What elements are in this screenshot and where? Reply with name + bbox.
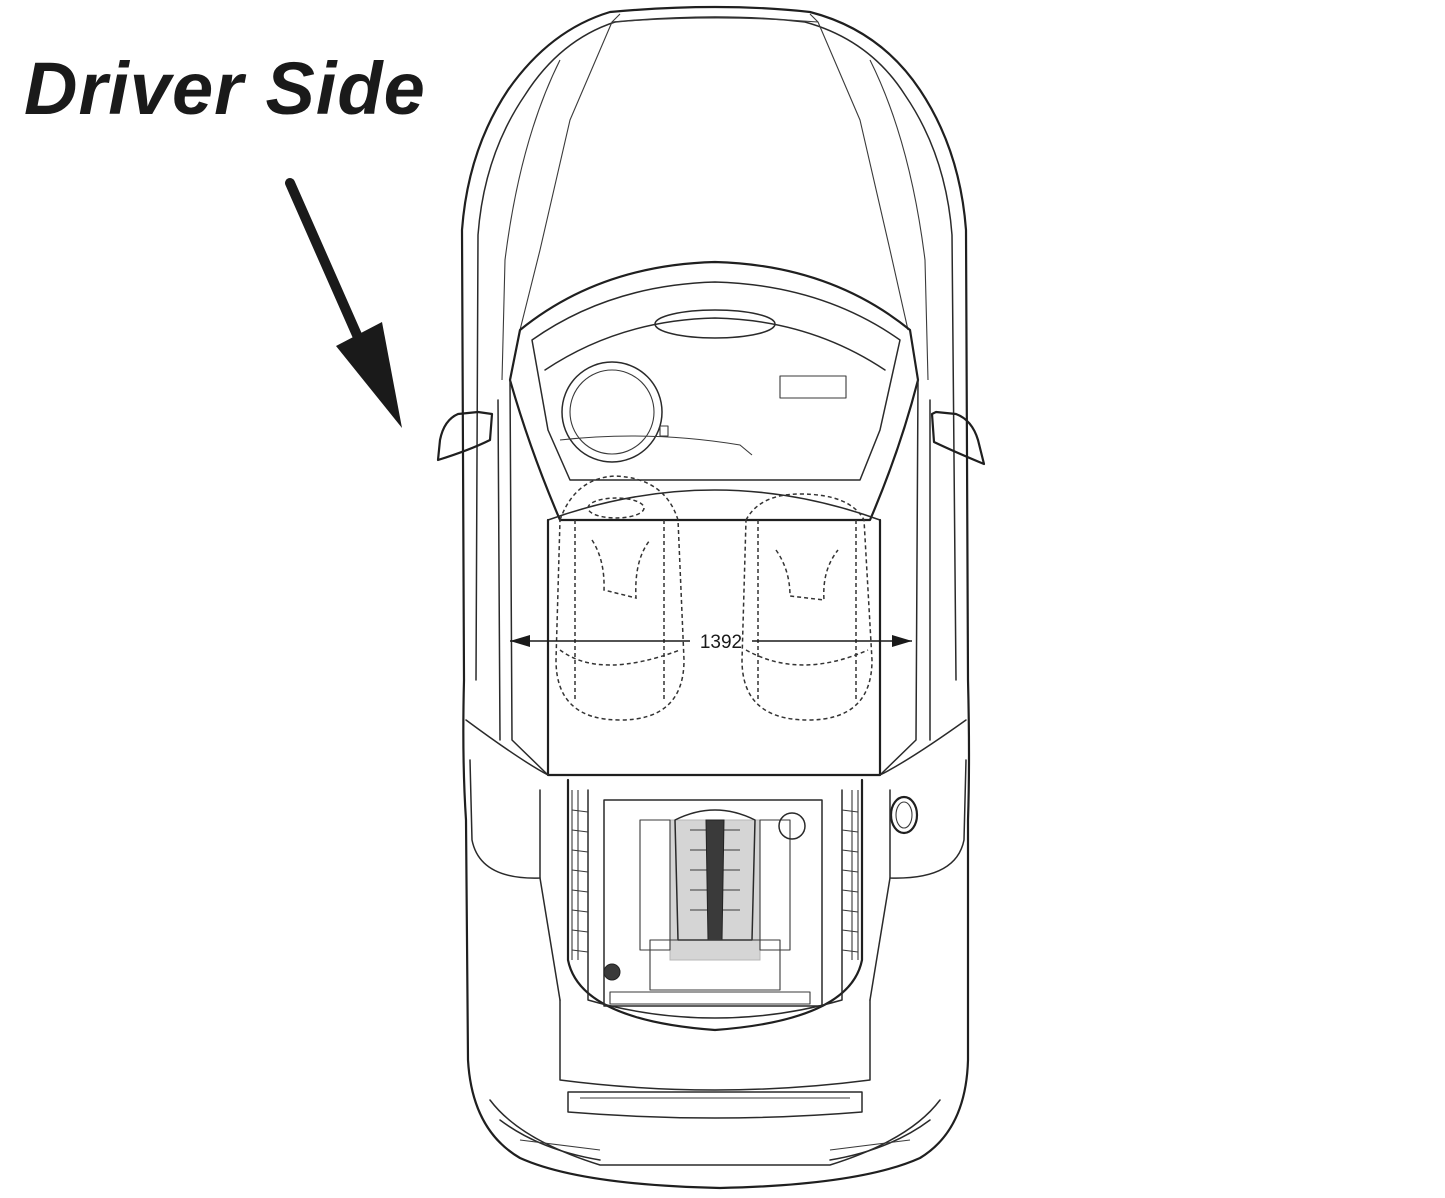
rear-panels: [469, 759, 967, 1001]
right-seat: [741, 493, 873, 721]
right-mirror: [930, 410, 986, 466]
car-body-outline: [460, 5, 971, 1190]
left-seat: [555, 475, 685, 721]
cabin: [465, 379, 967, 777]
engine-bay: [566, 778, 864, 1032]
dimension-line: [510, 635, 912, 647]
windshield: [508, 260, 920, 522]
left-mirror: [436, 410, 494, 462]
rear-end: [489, 999, 941, 1166]
driver-side-label: Driver Side: [24, 47, 426, 130]
driver-side-arrow: [285, 178, 402, 428]
fuel-cap: [889, 795, 919, 835]
dimension-label: 1392: [700, 632, 742, 653]
